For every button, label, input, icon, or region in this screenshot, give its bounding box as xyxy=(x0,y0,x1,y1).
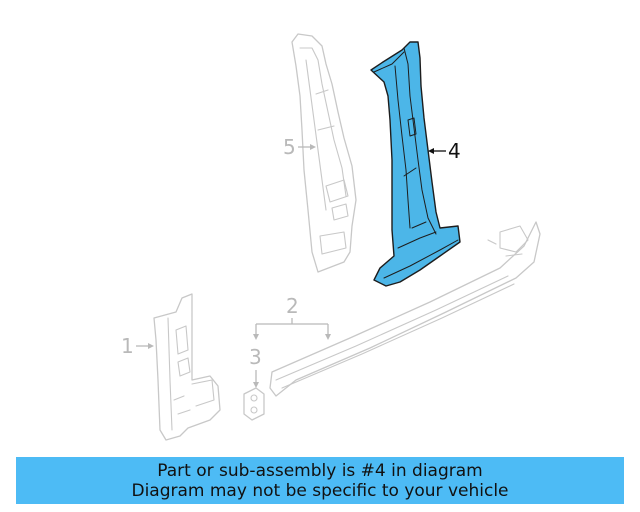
part-2-rocker-panel xyxy=(269,221,541,397)
callout-3-label: 3 xyxy=(249,345,262,369)
callout-2: 2 xyxy=(253,294,331,340)
callout-1: 1 xyxy=(121,334,154,358)
callout-1-label: 1 xyxy=(121,334,134,358)
callout-5: 5 xyxy=(283,135,316,159)
callout-2-label: 2 xyxy=(286,294,299,318)
part-3-small-plate xyxy=(243,387,265,421)
info-line-2: Diagram may not be specific to your vehi… xyxy=(131,481,509,501)
callout-4: 4 xyxy=(428,139,461,163)
parts-diagram: 5 4 1 2 3 xyxy=(121,33,541,441)
info-banner: Part or sub-assembly is #4 in diagram Di… xyxy=(16,457,624,504)
callout-4-label: 4 xyxy=(448,139,461,163)
callout-3: 3 xyxy=(249,345,262,388)
part-1-bracket-panel xyxy=(153,293,221,441)
part-5-inner-pillar xyxy=(291,33,357,273)
info-line-1: Part or sub-assembly is #4 in diagram xyxy=(157,461,483,481)
part-4-center-pillar xyxy=(370,41,461,287)
callout-5-label: 5 xyxy=(283,135,296,159)
